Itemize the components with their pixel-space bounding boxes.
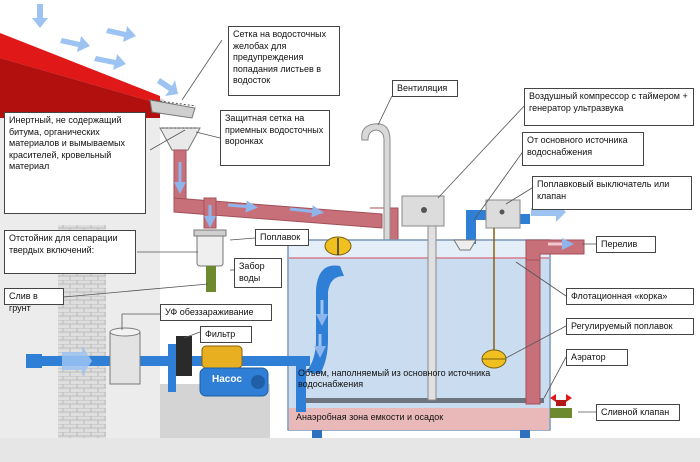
supply-pipe-inlet	[520, 214, 530, 224]
leader-lines	[63, 39, 596, 413]
label-ground-drain: Слив в грунт	[4, 288, 64, 313]
aerator-bar	[296, 398, 544, 403]
pump-line-end	[26, 354, 42, 368]
rain-arrow	[32, 4, 48, 28]
label-pump: Насос	[212, 374, 242, 385]
funnel	[159, 127, 201, 151]
uv-cylinder	[109, 331, 141, 385]
roof-underside	[0, 58, 160, 118]
uv-cylinder-top	[109, 327, 141, 337]
label-inert-roof: Инертный, не содержащий битума, органиче…	[4, 112, 146, 214]
label-adjustable-float: Регулируемый поплавок	[566, 318, 694, 335]
outflow-arrow	[62, 346, 92, 376]
rain-arrows	[32, 4, 178, 96]
gutter-mesh	[151, 99, 197, 107]
rain-arrow	[106, 26, 136, 42]
pump-motor	[201, 345, 243, 369]
leader-line	[121, 313, 160, 330]
tank-suction-pipe	[296, 362, 306, 412]
filter-body	[176, 336, 192, 376]
leader-line	[149, 129, 186, 151]
gutter	[149, 99, 196, 119]
label-settler: Отстойник для сепарации твердых включени…	[4, 230, 136, 274]
flow-arrow	[289, 205, 324, 218]
tank-leg	[312, 430, 322, 438]
ground	[0, 438, 700, 462]
sludge-zone	[289, 408, 549, 430]
label-air-compressor: Воздушный компрессор с таймером + генера…	[524, 88, 694, 126]
label-anaerobic-zone: Анаэробная зона емкости и осадок	[296, 412, 444, 422]
label-uv-disinfection: УФ обеззараживание	[160, 304, 272, 321]
pump-body	[199, 367, 269, 397]
label-float-switch: Поплавковый выключатель или клапан	[532, 176, 692, 210]
leader-line	[63, 283, 209, 298]
leader-line	[515, 261, 567, 297]
label-water-intake: Забор воды	[234, 258, 282, 288]
tank-water	[289, 258, 549, 408]
pump-riser	[168, 344, 176, 392]
roof	[0, 33, 160, 104]
leader-line	[377, 95, 393, 126]
leader-line	[505, 325, 567, 359]
label-filter: Фильтр	[200, 326, 252, 343]
leader-line	[543, 356, 567, 399]
float-valve-knob	[499, 209, 505, 215]
supply-pipe-horizontal	[466, 210, 492, 220]
label-drain-valve: Сливной клапан	[596, 404, 680, 421]
settler	[196, 233, 224, 267]
label-flotation-crust: Флотационная «корка»	[566, 288, 694, 305]
label-ventilation: Вентиляция	[392, 80, 458, 97]
leader-line	[181, 39, 223, 101]
compressor-box	[401, 195, 445, 227]
hose-flow-arrows	[314, 300, 328, 358]
flow-arrow	[227, 200, 258, 213]
label-gutter-mesh: Сетка на водосточных желобах для предупр…	[228, 26, 340, 96]
label-aerator: Аэратор	[566, 349, 628, 366]
supply-funnel	[453, 239, 477, 251]
compressor-knob	[421, 207, 427, 213]
leader-line	[195, 131, 221, 139]
drain-pipe	[550, 408, 572, 418]
label-main-source: От основного источника водоснабжения	[522, 132, 644, 166]
leader-line	[473, 149, 525, 221]
leader-line	[229, 237, 256, 241]
supply-pipe-vertical	[466, 214, 476, 244]
label-float: Поплавок	[255, 229, 309, 246]
label-volume-filled: Объем, наполняемый из основного источник…	[298, 368, 491, 389]
ground-drain-pipe	[206, 266, 216, 292]
label-protective-mesh: Защитная сетка на приемных водосточных в…	[220, 110, 330, 166]
drain-valve-arrows	[550, 394, 572, 402]
rain-arrow	[94, 54, 126, 70]
air-tube	[427, 225, 437, 401]
rain-arrow	[60, 36, 90, 52]
leader-line	[505, 187, 533, 205]
settler-lid	[193, 229, 227, 237]
leader-line	[183, 331, 201, 339]
drain-valve-handle	[556, 400, 566, 406]
label-overflow: Перелив	[596, 236, 656, 253]
rain-arrow	[157, 78, 178, 96]
leader-line	[437, 103, 527, 199]
tank-leg	[520, 430, 530, 438]
overflow-pipe	[525, 251, 541, 405]
pump-impeller	[251, 375, 265, 389]
ventilation-pipe	[361, 123, 391, 241]
